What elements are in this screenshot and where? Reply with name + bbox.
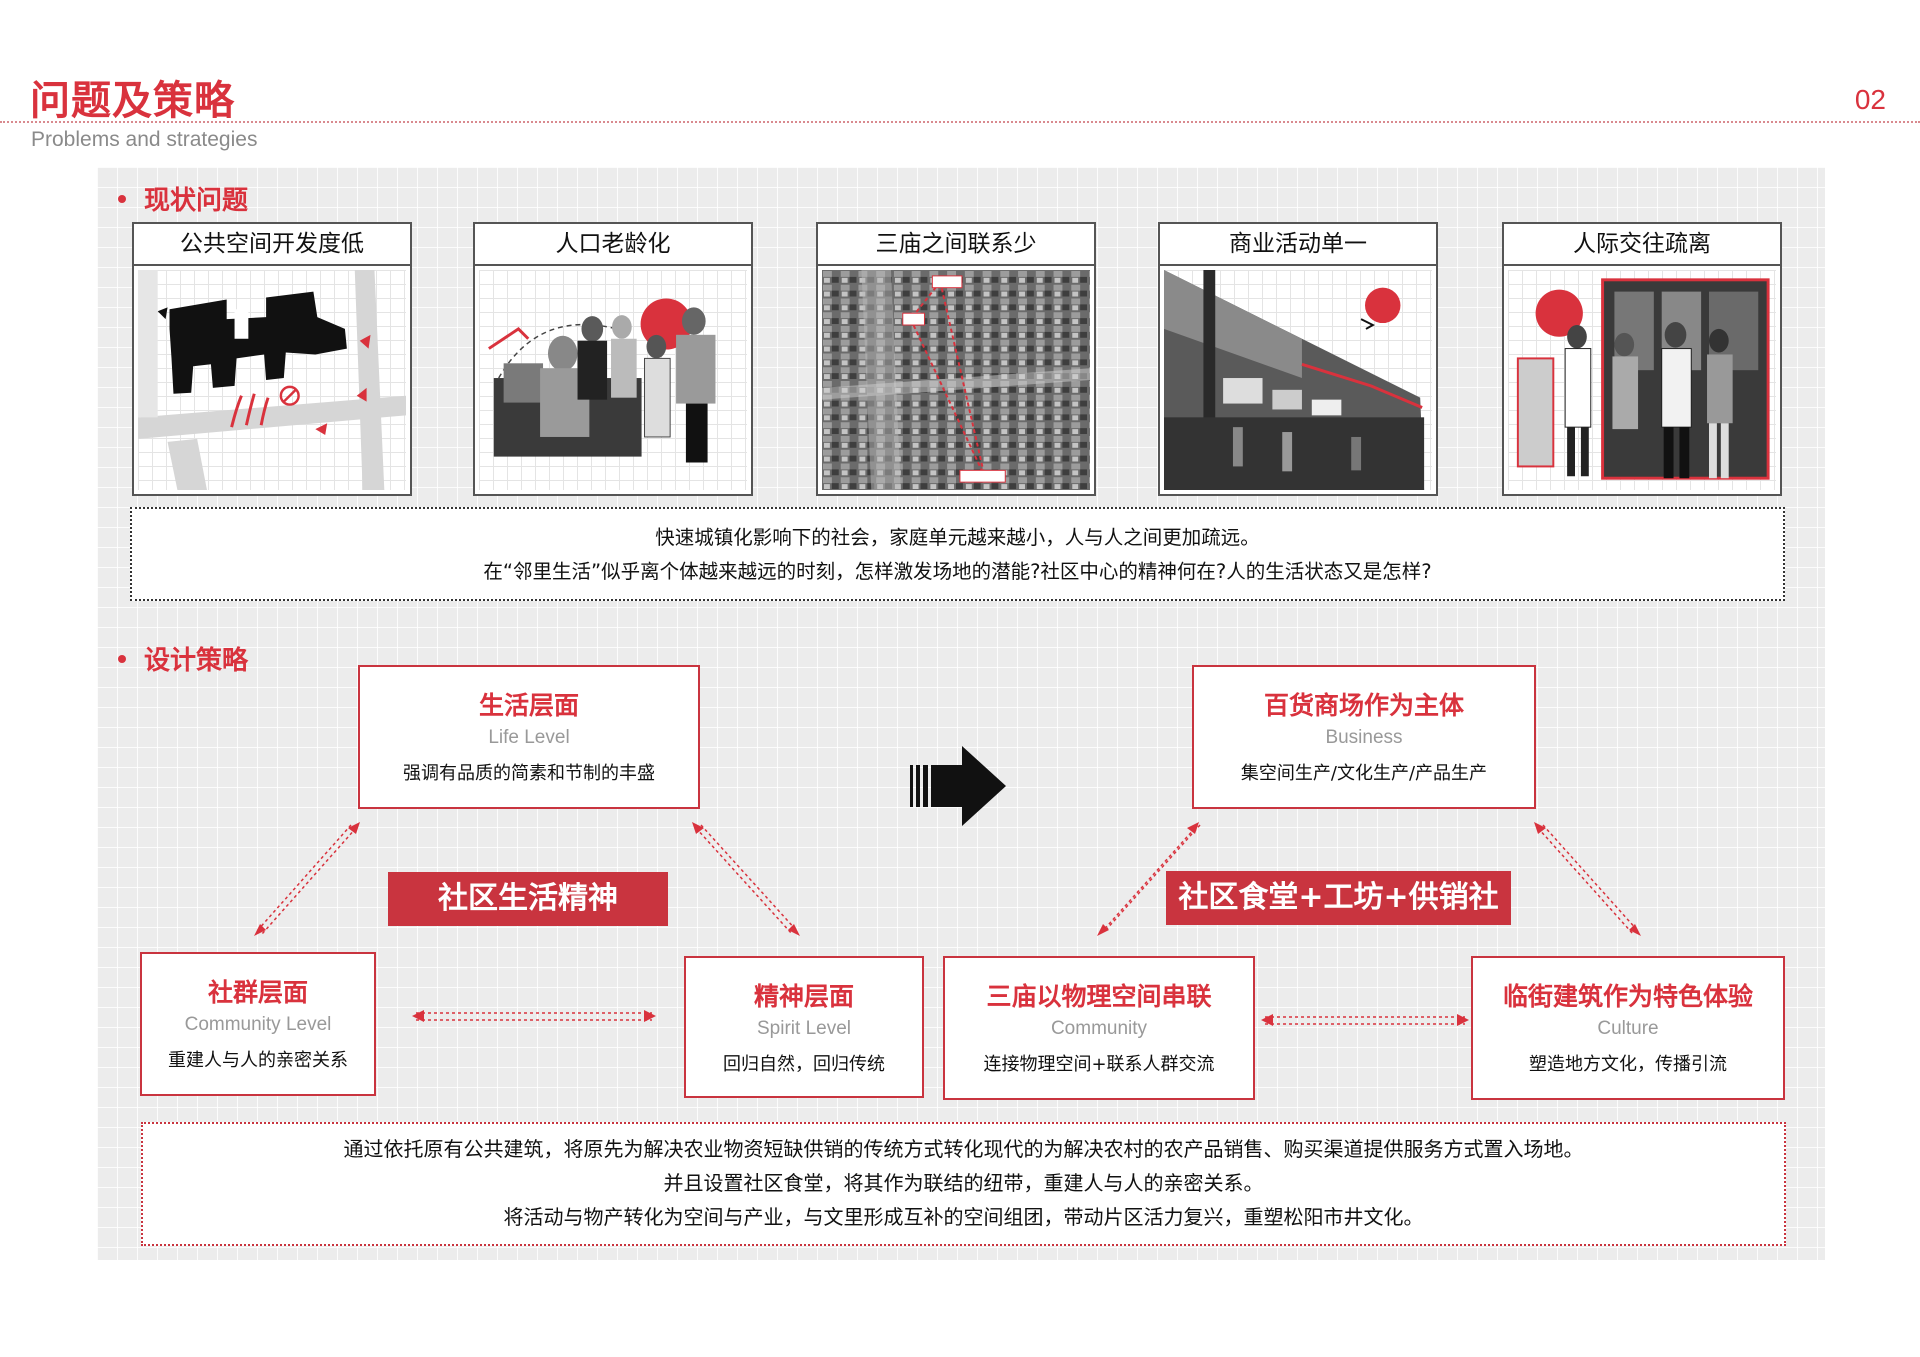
bullet-icon	[118, 194, 126, 203]
strategy-subtitle: Life Level	[488, 727, 570, 748]
strategy-title: 社群层面	[207, 978, 308, 1007]
strategy-title: 精神层面	[753, 982, 854, 1011]
strategy-community-connection: 三庙以物理空间串联 Community 连接物理空间+联系人群交流	[943, 956, 1255, 1100]
strategy-subtitle: Spirit Level	[757, 1018, 851, 1039]
strategy-desc: 连接物理空间+联系人群交流	[983, 1054, 1215, 1075]
banner-community-spirit: 社区生活精神	[388, 872, 668, 926]
elderly-people-photo	[479, 270, 747, 490]
street-shops-photo	[1164, 270, 1432, 490]
aerial-map-photo	[822, 270, 1090, 490]
summary-line: 快速城镇化影响下的社会，家庭单元越来越小，人与人之间更加疏远。	[655, 526, 1260, 549]
strategy-desc: 集空间生产/文化生产/产品生产	[1240, 763, 1488, 784]
strategy-community-level: 社群层面 Community Level 重建人与人的亲密关系	[140, 952, 376, 1096]
strategy-subtitle: Culture	[1597, 1018, 1659, 1039]
strategy-title: 生活层面	[478, 691, 579, 720]
problem-card-public-space: 公共空间开发度低	[132, 222, 412, 496]
pedestrians-photo	[1508, 270, 1776, 490]
summary-line: 在“邻里生活”似乎离个体越来越远的时刻，怎样激发场地的潜能?社区中心的精神何在?…	[483, 560, 1432, 583]
strategy-heading: 设计策略	[118, 640, 248, 677]
site-plan-diagram	[138, 270, 406, 490]
closing-line: 将活动与物产转化为空间与产业，与文里形成互补的空间组团，带动片区活力复兴，重塑松…	[503, 1205, 1424, 1229]
strategy-desc: 重建人与人的亲密关系	[168, 1050, 348, 1071]
problem-summary: 快速城镇化影响下的社会，家庭单元越来越小，人与人之间更加疏远。 在“邻里生活”似…	[130, 507, 1785, 601]
strategy-title: 临街建筑作为特色体验	[1502, 982, 1753, 1011]
strategy-business: 百货商场作为主体 Business 集空间生产/文化生产/产品生产	[1192, 665, 1536, 809]
page-title: 问题及策略	[30, 78, 235, 124]
card-title: 商业活动单一	[1160, 224, 1436, 266]
problems-heading-text: 现状问题	[144, 186, 249, 216]
strategy-spirit-level: 精神层面 Spirit Level 回归自然，回归传统	[684, 956, 924, 1098]
closing-line: 通过依托原有公共建筑，将原先为解决农业物资短缺供销的传统方式转化现代的为解决农村…	[343, 1137, 1584, 1161]
problem-card-aging: 人口老龄化	[473, 222, 753, 496]
strategy-subtitle: Business	[1325, 727, 1403, 748]
page-subtitle: Problems and strategies	[31, 128, 258, 151]
card-title: 人口老龄化	[475, 224, 751, 266]
strategy-desc: 强调有品质的简素和节制的丰盛	[403, 763, 655, 784]
strategy-subtitle: Community Level	[184, 1014, 332, 1035]
strategy-heading-text: 设计策略	[144, 646, 249, 676]
card-title: 三庙之间联系少	[818, 224, 1094, 266]
strategy-life-level: 生活层面 Life Level 强调有品质的简素和节制的丰盛	[358, 665, 700, 809]
strategy-culture: 临街建筑作为特色体验 Culture 塑造地方文化，传播引流	[1471, 956, 1785, 1100]
bullet-icon	[118, 654, 126, 663]
problems-heading: 现状问题	[118, 180, 248, 217]
page-number: 02	[1854, 84, 1886, 115]
banner-canteen-workshop: 社区食堂+工坊+供销社	[1166, 871, 1511, 925]
header-divider	[0, 121, 1920, 123]
strategy-subtitle: Community	[1050, 1018, 1148, 1039]
problem-card-commerce: 商业活动单一	[1158, 222, 1438, 496]
problem-card-alienation: 人际交往疏离	[1502, 222, 1782, 496]
closing-line: 并且设置社区食堂，将其作为联结的纽带，重建人与人的亲密关系。	[663, 1171, 1264, 1195]
strategy-desc: 塑造地方文化，传播引流	[1529, 1054, 1727, 1075]
card-title: 人际交往疏离	[1504, 224, 1780, 266]
card-title: 公共空间开发度低	[134, 224, 410, 266]
strategy-title: 三庙以物理空间串联	[986, 982, 1212, 1011]
strategy-title: 百货商场作为主体	[1263, 691, 1464, 720]
problem-card-temples: 三庙之间联系少	[816, 222, 1096, 496]
strategy-summary: 通过依托原有公共建筑，将原先为解决农业物资短缺供销的传统方式转化现代的为解决农村…	[141, 1122, 1786, 1246]
strategy-desc: 回归自然，回归传统	[723, 1054, 885, 1075]
